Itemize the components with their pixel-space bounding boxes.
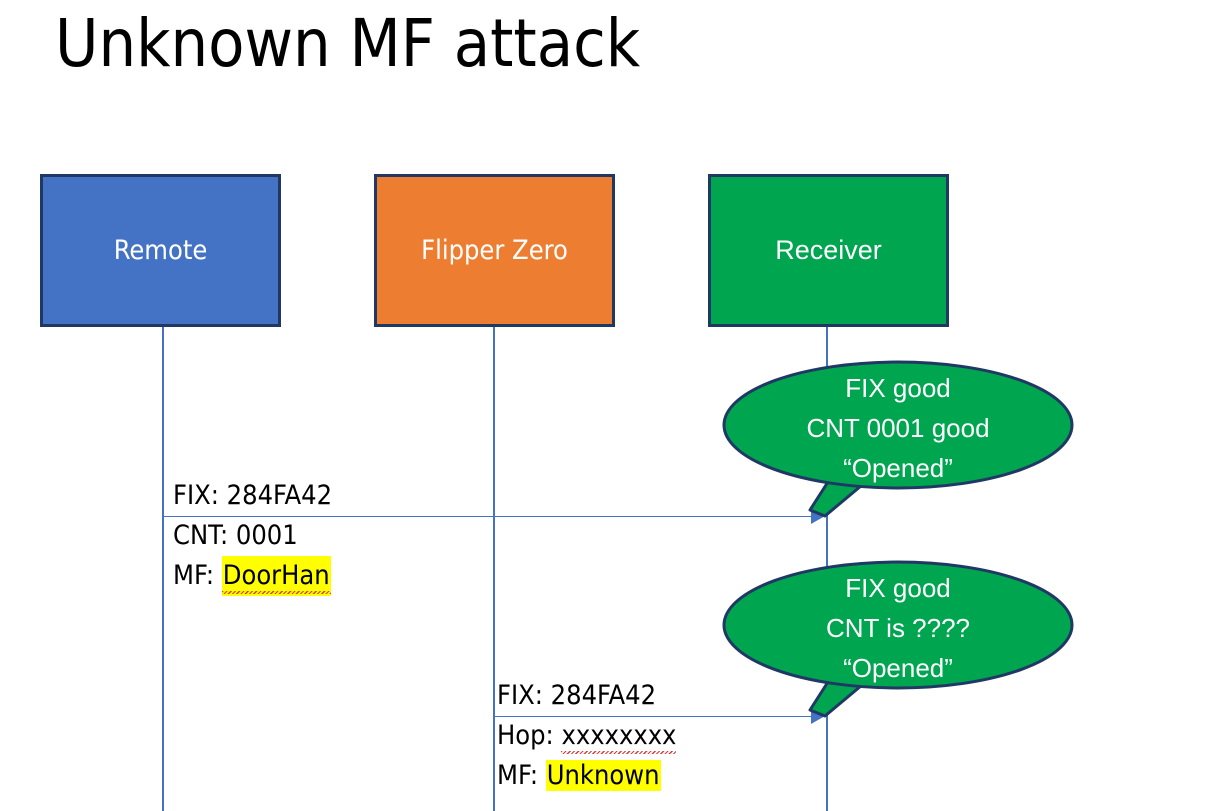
callout-bubble-receiver-second[interactable]: FIX good CNT is ???? “Opened”	[722, 560, 1074, 720]
message-2-hop-label: Hop:	[497, 720, 562, 751]
message-2-mf-line: MF: Unknown	[497, 756, 676, 796]
actor-label-receiver: Receiver	[775, 235, 882, 265]
page-title: Unknown MF attack	[55, 5, 641, 82]
actor-box-flipper-zero[interactable]: Flipper Zero	[374, 174, 615, 327]
message-1-label-below: CNT: 0001 MF: DoorHan	[173, 516, 331, 596]
actor-label-flipper-zero: Flipper Zero	[421, 235, 568, 266]
message-2-mf-label: MF:	[497, 760, 546, 791]
message-1-mf-value: DoorHan	[221, 556, 331, 596]
callout-bubble-receiver-first[interactable]: FIX good CNT 0001 good “Opened”	[722, 360, 1074, 520]
message-2-fix-line: FIX: 284FA42	[497, 680, 657, 711]
callout-shape-icon	[722, 560, 1074, 718]
message-1-cnt-line: CNT: 0001	[173, 520, 298, 551]
message-arrow-flipper-to-receiver	[494, 716, 813, 717]
lifeline-remote	[162, 327, 164, 811]
message-1-mf-line: MF: DoorHan	[173, 556, 331, 596]
message-1-label-above: FIX: 284FA42	[173, 476, 332, 516]
lifeline-flipper-zero	[493, 327, 495, 811]
message-2-label-below: Hop: xxxxxxxx MF: Unknown	[497, 716, 676, 796]
message-2-label-above: FIX: 284FA42	[497, 676, 656, 716]
actor-box-receiver[interactable]: Receiver	[708, 174, 949, 327]
message-arrow-remote-to-receiver	[163, 516, 813, 517]
message-1-mf-label: MF:	[173, 560, 222, 591]
message-1-fix-line: FIX: 284FA42	[173, 480, 333, 511]
actor-box-remote[interactable]: Remote	[40, 174, 281, 327]
callout-shape-icon	[722, 360, 1074, 518]
message-2-mf-value: Unknown	[545, 760, 661, 791]
message-2-hop-value: xxxxxxxx	[561, 716, 676, 756]
message-2-hop-line: Hop: xxxxxxxx	[497, 716, 676, 756]
actor-label-remote: Remote	[113, 235, 208, 266]
